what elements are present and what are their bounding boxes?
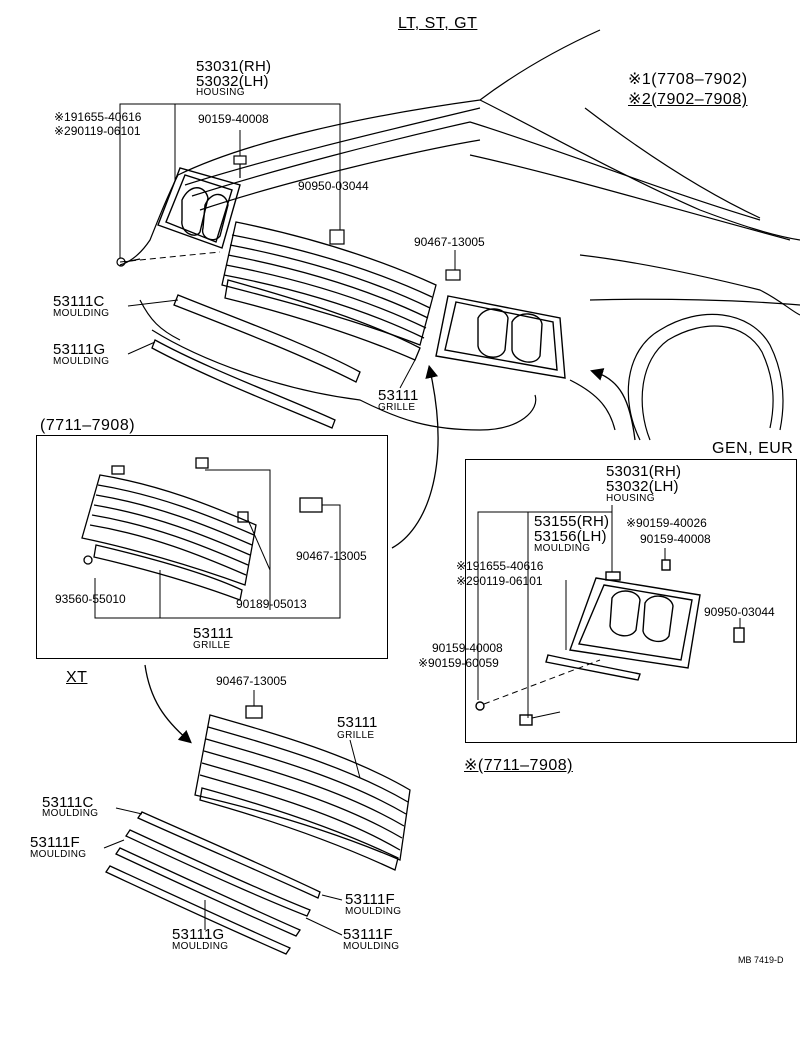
xt-grille-name: GRILLE	[337, 730, 375, 741]
eur-bolt-a: ※90159-40026	[626, 516, 707, 530]
inset-range-header: (7711–7908)	[40, 417, 136, 434]
eur-housing	[475, 559, 745, 726]
xt-moulding-f-right-2-name: MOULDING	[343, 941, 400, 952]
xt-moulding-f-right-1: 53111F	[345, 891, 395, 908]
eur-bolt-b: 90159-40008	[640, 532, 711, 546]
inset-grille	[81, 457, 323, 601]
eur-screw-1: ※191655-40616	[456, 559, 544, 573]
main-header: LT, ST, GT	[398, 15, 478, 32]
xt-mouldings	[105, 811, 321, 955]
xt-moulding-c: 53111C	[42, 794, 94, 811]
top-moulding-g: 53111G	[53, 341, 106, 358]
top-leader-lines	[119, 103, 456, 389]
top-moulding-c-name: MOULDING	[53, 308, 110, 319]
xt-clip: 90467-13005	[216, 674, 287, 688]
eur-housing-rh: 53031(RH)	[606, 463, 682, 480]
xt-moulding-f-left: 53111F	[30, 834, 80, 851]
xt-moulding-f-right-2: 53111F	[343, 926, 393, 943]
top-fasteners	[116, 155, 461, 281]
xt-moulding-g: 53111G	[172, 926, 225, 943]
eur-housing-name: HOUSING	[606, 493, 655, 504]
arrow-inset-to-main	[391, 364, 439, 549]
arrow-eur-to-main	[590, 368, 636, 441]
inset-screw: 93560-55010	[55, 592, 126, 606]
inset-grille-name: GRILLE	[193, 640, 231, 651]
legend-note-1: ※1(7708–7902)	[628, 71, 748, 88]
eur-leader-lines	[477, 505, 741, 719]
top-clip: 90467-13005	[414, 235, 485, 249]
xt-grille	[194, 705, 411, 871]
xt-moulding-g-name: MOULDING	[172, 941, 229, 952]
arrow-xt	[144, 664, 192, 744]
inset-leader-lines	[94, 469, 341, 619]
xt-moulding-f-left-name: MOULDING	[30, 849, 87, 860]
top-left-housing	[157, 167, 241, 249]
eur-moulding-name: MOULDING	[534, 543, 591, 554]
legend-note-2: ※2(7902–7908)	[628, 91, 748, 108]
moulding-g-strip	[151, 339, 336, 429]
top-bolt: 90159-40008	[198, 112, 269, 126]
eur-bolt-c: 90159-40008	[432, 641, 503, 655]
top-nut: 90950-03044	[298, 179, 369, 193]
xt-grille-number: 53111	[337, 714, 378, 731]
eur-housing-lh: 53032(LH)	[606, 478, 679, 495]
inset-clip: 90467-13005	[296, 549, 367, 563]
top-screw-1: ※191655-40616	[54, 110, 142, 124]
moulding-c-strip	[173, 294, 361, 383]
eur-range-header: ※(7711–7908)	[464, 757, 573, 774]
top-housing-lh: 53032(LH)	[196, 73, 269, 90]
top-moulding-g-name: MOULDING	[53, 356, 110, 367]
xt-moulding-c-name: MOULDING	[42, 808, 99, 819]
inset-nut: 90189-05013	[236, 597, 307, 611]
top-housing-name: HOUSING	[196, 87, 245, 98]
top-grille-number: 53111	[378, 387, 419, 404]
top-grille	[221, 221, 437, 361]
inset-box	[36, 435, 388, 659]
top-screw-2: ※290119-06101	[54, 124, 141, 138]
xt-moulding-f-right-1-name: MOULDING	[345, 906, 402, 917]
gen-eur-header: GEN, EUR	[712, 440, 794, 457]
top-housing-rh: 53031(RH)	[196, 58, 272, 75]
eur-moulding-rh: 53155(RH)	[534, 513, 610, 530]
inset-grille-number: 53111	[193, 625, 234, 642]
top-right-housing	[435, 295, 566, 379]
figure-code: MB 7419-D	[738, 955, 784, 965]
eur-moulding-lh: 53156(LH)	[534, 528, 607, 545]
eur-box	[465, 459, 797, 743]
top-grille-name: GRILLE	[378, 402, 416, 413]
top-moulding-c: 53111C	[53, 293, 105, 310]
xt-leader-lines	[103, 690, 361, 936]
eur-nut: 90950-03044	[704, 605, 775, 619]
xt-header: XT	[66, 669, 88, 686]
eur-bolt-d: ※90159-60059	[418, 656, 499, 670]
eur-screw-2: ※290119-06101	[456, 574, 543, 588]
